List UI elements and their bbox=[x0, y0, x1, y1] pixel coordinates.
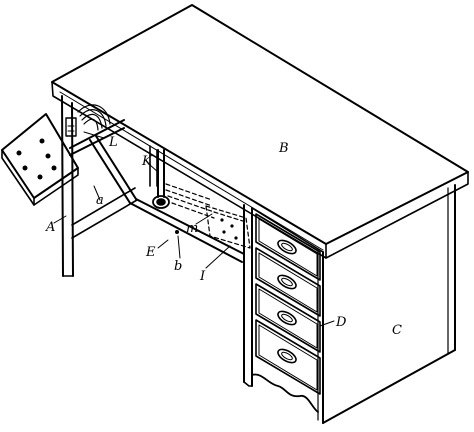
label-a: a bbox=[96, 193, 104, 208]
left-front-leg bbox=[61, 95, 74, 277]
foot-rest-dashed bbox=[165, 183, 251, 249]
seat-rivet bbox=[39, 138, 45, 144]
seat-rivet bbox=[16, 150, 22, 156]
folding-seat bbox=[1, 113, 79, 206]
seat-arm bbox=[65, 117, 125, 156]
seat-rivet bbox=[45, 153, 51, 159]
seat-spring bbox=[77, 104, 111, 131]
label-B: B bbox=[278, 141, 289, 156]
label-D: D bbox=[335, 315, 347, 330]
seat-rivet bbox=[37, 174, 43, 180]
drawer-pedestal bbox=[243, 184, 456, 424]
label-K: K bbox=[141, 154, 153, 169]
label-E: E bbox=[145, 245, 156, 260]
label-b: b bbox=[174, 259, 182, 274]
drawer-4 bbox=[255, 319, 321, 395]
reference-labels: B C D L K a A E b m I bbox=[45, 135, 402, 338]
diagonal-brace bbox=[89, 135, 137, 204]
seat-rivet bbox=[22, 165, 28, 171]
label-L: L bbox=[108, 135, 118, 150]
drawer-1 bbox=[255, 213, 321, 281]
label-m: m bbox=[186, 221, 198, 236]
label-C: C bbox=[392, 323, 402, 338]
post bbox=[152, 149, 170, 209]
drawer-2 bbox=[255, 247, 321, 317]
leader-lines bbox=[53, 131, 335, 327]
label-I: I bbox=[199, 269, 206, 284]
foot-rest-holes bbox=[220, 218, 238, 240]
left-end-panel bbox=[71, 187, 138, 239]
label-A: A bbox=[45, 220, 55, 235]
drawer-3 bbox=[255, 283, 321, 353]
seat-rivet bbox=[51, 165, 57, 171]
